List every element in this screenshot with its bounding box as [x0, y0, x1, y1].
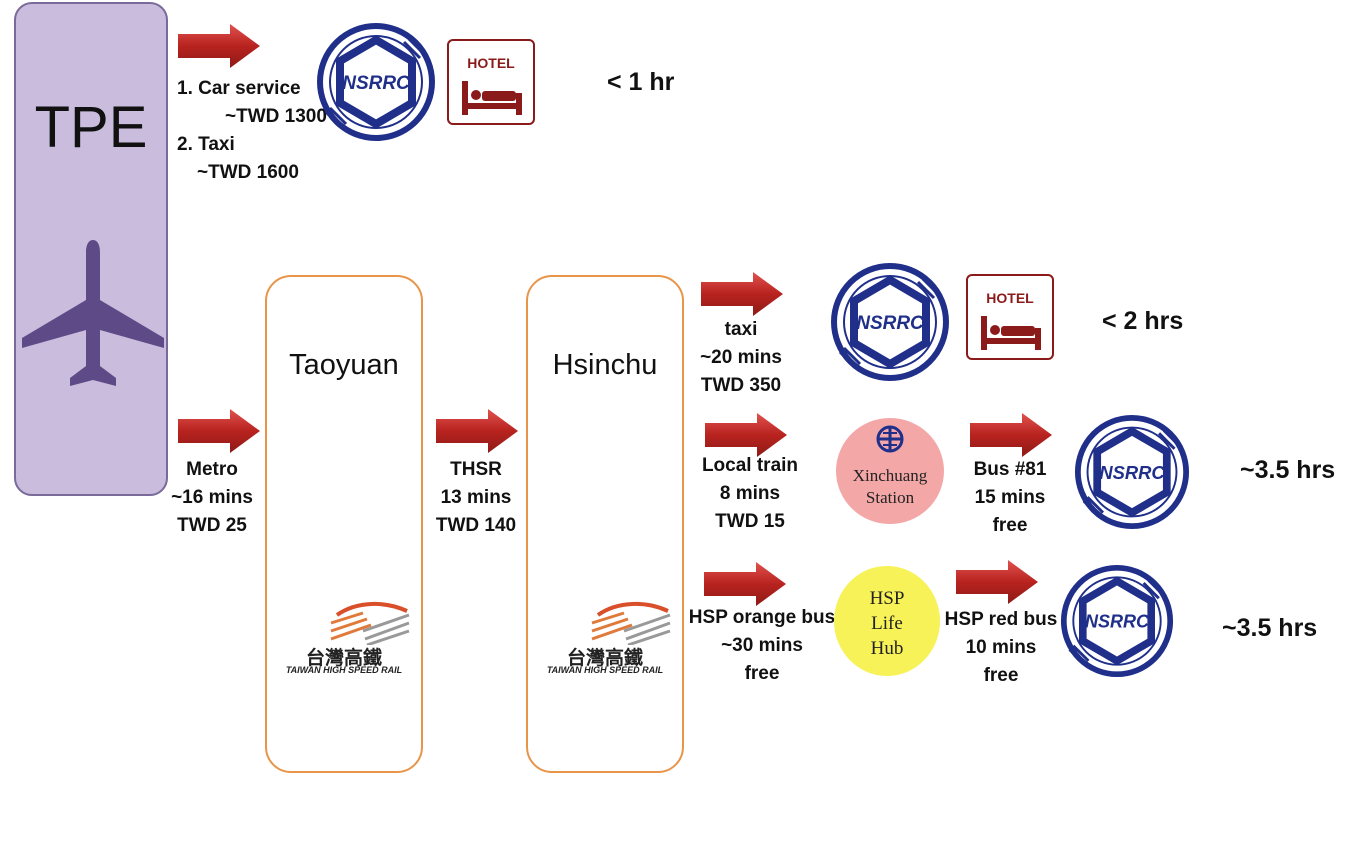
station-hsinchu: Hsinchu 台灣高鐵 TAIWAN HIGH SPEED RAIL [526, 275, 684, 773]
red-bus-time: ~3.5 hrs [1222, 614, 1318, 642]
bus81-time: ~3.5 hrs [1240, 456, 1336, 484]
bus81-text: Bus #81 15 mins free [960, 456, 1060, 540]
station-taoyuan: Taoyuan 台灣高鐵 TAIWAN HIGH SPEED RAIL [265, 275, 423, 773]
arrow-thsr [436, 409, 518, 453]
arrow-orange-bus [704, 562, 786, 606]
nsrrc-logo-text: NSRRC [856, 313, 924, 334]
nsrrc-logo-1: NSRRC [316, 22, 436, 142]
thsr-logo-zh: 台灣高鐵 [566, 648, 643, 669]
nsrrc-logo-text: NSRRC [1085, 612, 1150, 632]
taxi-time: < 2 hrs [1102, 307, 1184, 335]
direct-route-text: 1. Car service ~TWD 1300 2. Taxi ~TWD 16… [177, 75, 327, 187]
local-train-l3: TWD 15 [715, 511, 785, 532]
red-bus-l1: HSP red bus [944, 609, 1058, 630]
thsr-logo-en: TAIWAN HIGH SPEED RAIL [285, 665, 403, 675]
orange-bus-l2: ~30 mins [721, 635, 803, 656]
direct-time: < 1 hr [607, 68, 675, 96]
railway-logo-icon [876, 425, 904, 453]
direct-line3: 2. Taxi [177, 134, 235, 155]
bed-icon [981, 316, 1041, 350]
arrow-taxi [701, 272, 783, 316]
thsr-swoosh-icon [330, 601, 410, 645]
thsr-l3: TWD 140 [435, 515, 517, 536]
nsrrc-logo-text: NSRRC [342, 73, 410, 94]
arrow-metro [178, 409, 260, 453]
nsrrc-logo-text: NSRRC [1099, 462, 1165, 483]
local-train-l2: 8 mins [719, 483, 781, 504]
bus81-l1: Bus #81 [973, 459, 1047, 480]
xinchuang-l2: Station [865, 488, 915, 507]
origin-label: TPE [34, 95, 148, 160]
nsrrc-logo-3: NSRRC [1074, 414, 1190, 530]
thsr-l1: THSR [450, 459, 502, 480]
direct-line1: 1. Car service [177, 78, 301, 99]
thsr-swoosh-icon [591, 601, 671, 645]
metro-l3: TWD 25 [177, 515, 247, 536]
arrow-red-bus [956, 560, 1038, 604]
station-taoyuan-name: Taoyuan [289, 349, 399, 381]
hotel-label: HOTEL [467, 55, 515, 71]
metro-text: Metro ~16 mins TWD 25 [162, 456, 262, 540]
arrow-direct [178, 24, 260, 68]
metro-l2: ~16 mins [171, 487, 253, 508]
taxi-text: taxi ~20 mins TWD 350 [686, 316, 796, 400]
bus81-l2: 15 mins [974, 487, 1046, 508]
lifehub-l1: HSP [869, 588, 905, 609]
bus81-l3: free [992, 515, 1028, 536]
lifehub-l2: Life [871, 613, 903, 634]
thsr-logo-en: TAIWAN HIGH SPEED RAIL [546, 665, 664, 675]
orange-bus-text: HSP orange bus ~30 mins free [686, 604, 838, 688]
nsrrc-logo-2: NSRRC [830, 262, 950, 382]
thsr-text: THSR 13 mins TWD 140 [421, 456, 531, 540]
station-hsinchu-name: Hsinchu [552, 349, 658, 381]
metro-l1: Metro [186, 459, 238, 480]
airplane-icon [22, 240, 164, 386]
orange-bus-l3: free [744, 663, 780, 684]
hsp-life-hub: HSP Life Hub [834, 566, 940, 676]
xinchuang-l1: Xinchuang [852, 466, 928, 485]
direct-line2: ~TWD 1300 [225, 106, 327, 127]
xinchuang-station: Xinchuang Station [836, 418, 944, 524]
red-bus-l2: 10 mins [965, 637, 1037, 658]
hotel-icon-1: HOTEL [447, 39, 535, 125]
taxi-l3: TWD 350 [700, 375, 782, 396]
arrow-bus81 [970, 413, 1052, 457]
taxi-l2: ~20 mins [700, 347, 782, 368]
arrow-local-train [705, 413, 787, 457]
taxi-l1: taxi [724, 319, 758, 340]
lifehub-l3: Hub [870, 638, 904, 659]
origin-tpe-box: TPE [14, 2, 168, 496]
bed-icon [462, 81, 522, 115]
red-bus-text: HSP red bus 10 mins free [940, 606, 1062, 690]
thsr-l2: 13 mins [440, 487, 512, 508]
direct-line4: ~TWD 1600 [197, 162, 299, 183]
red-bus-l3: free [983, 665, 1019, 686]
local-train-text: Local train 8 mins TWD 15 [690, 452, 810, 536]
nsrrc-logo-4: NSRRC [1060, 564, 1174, 678]
thsr-logo-zh: 台灣高鐵 [305, 648, 382, 669]
local-train-l1: Local train [701, 455, 799, 476]
orange-bus-l1: HSP orange bus [688, 607, 836, 628]
hotel-icon-2: HOTEL [966, 274, 1054, 360]
hotel-label: HOTEL [986, 290, 1034, 306]
